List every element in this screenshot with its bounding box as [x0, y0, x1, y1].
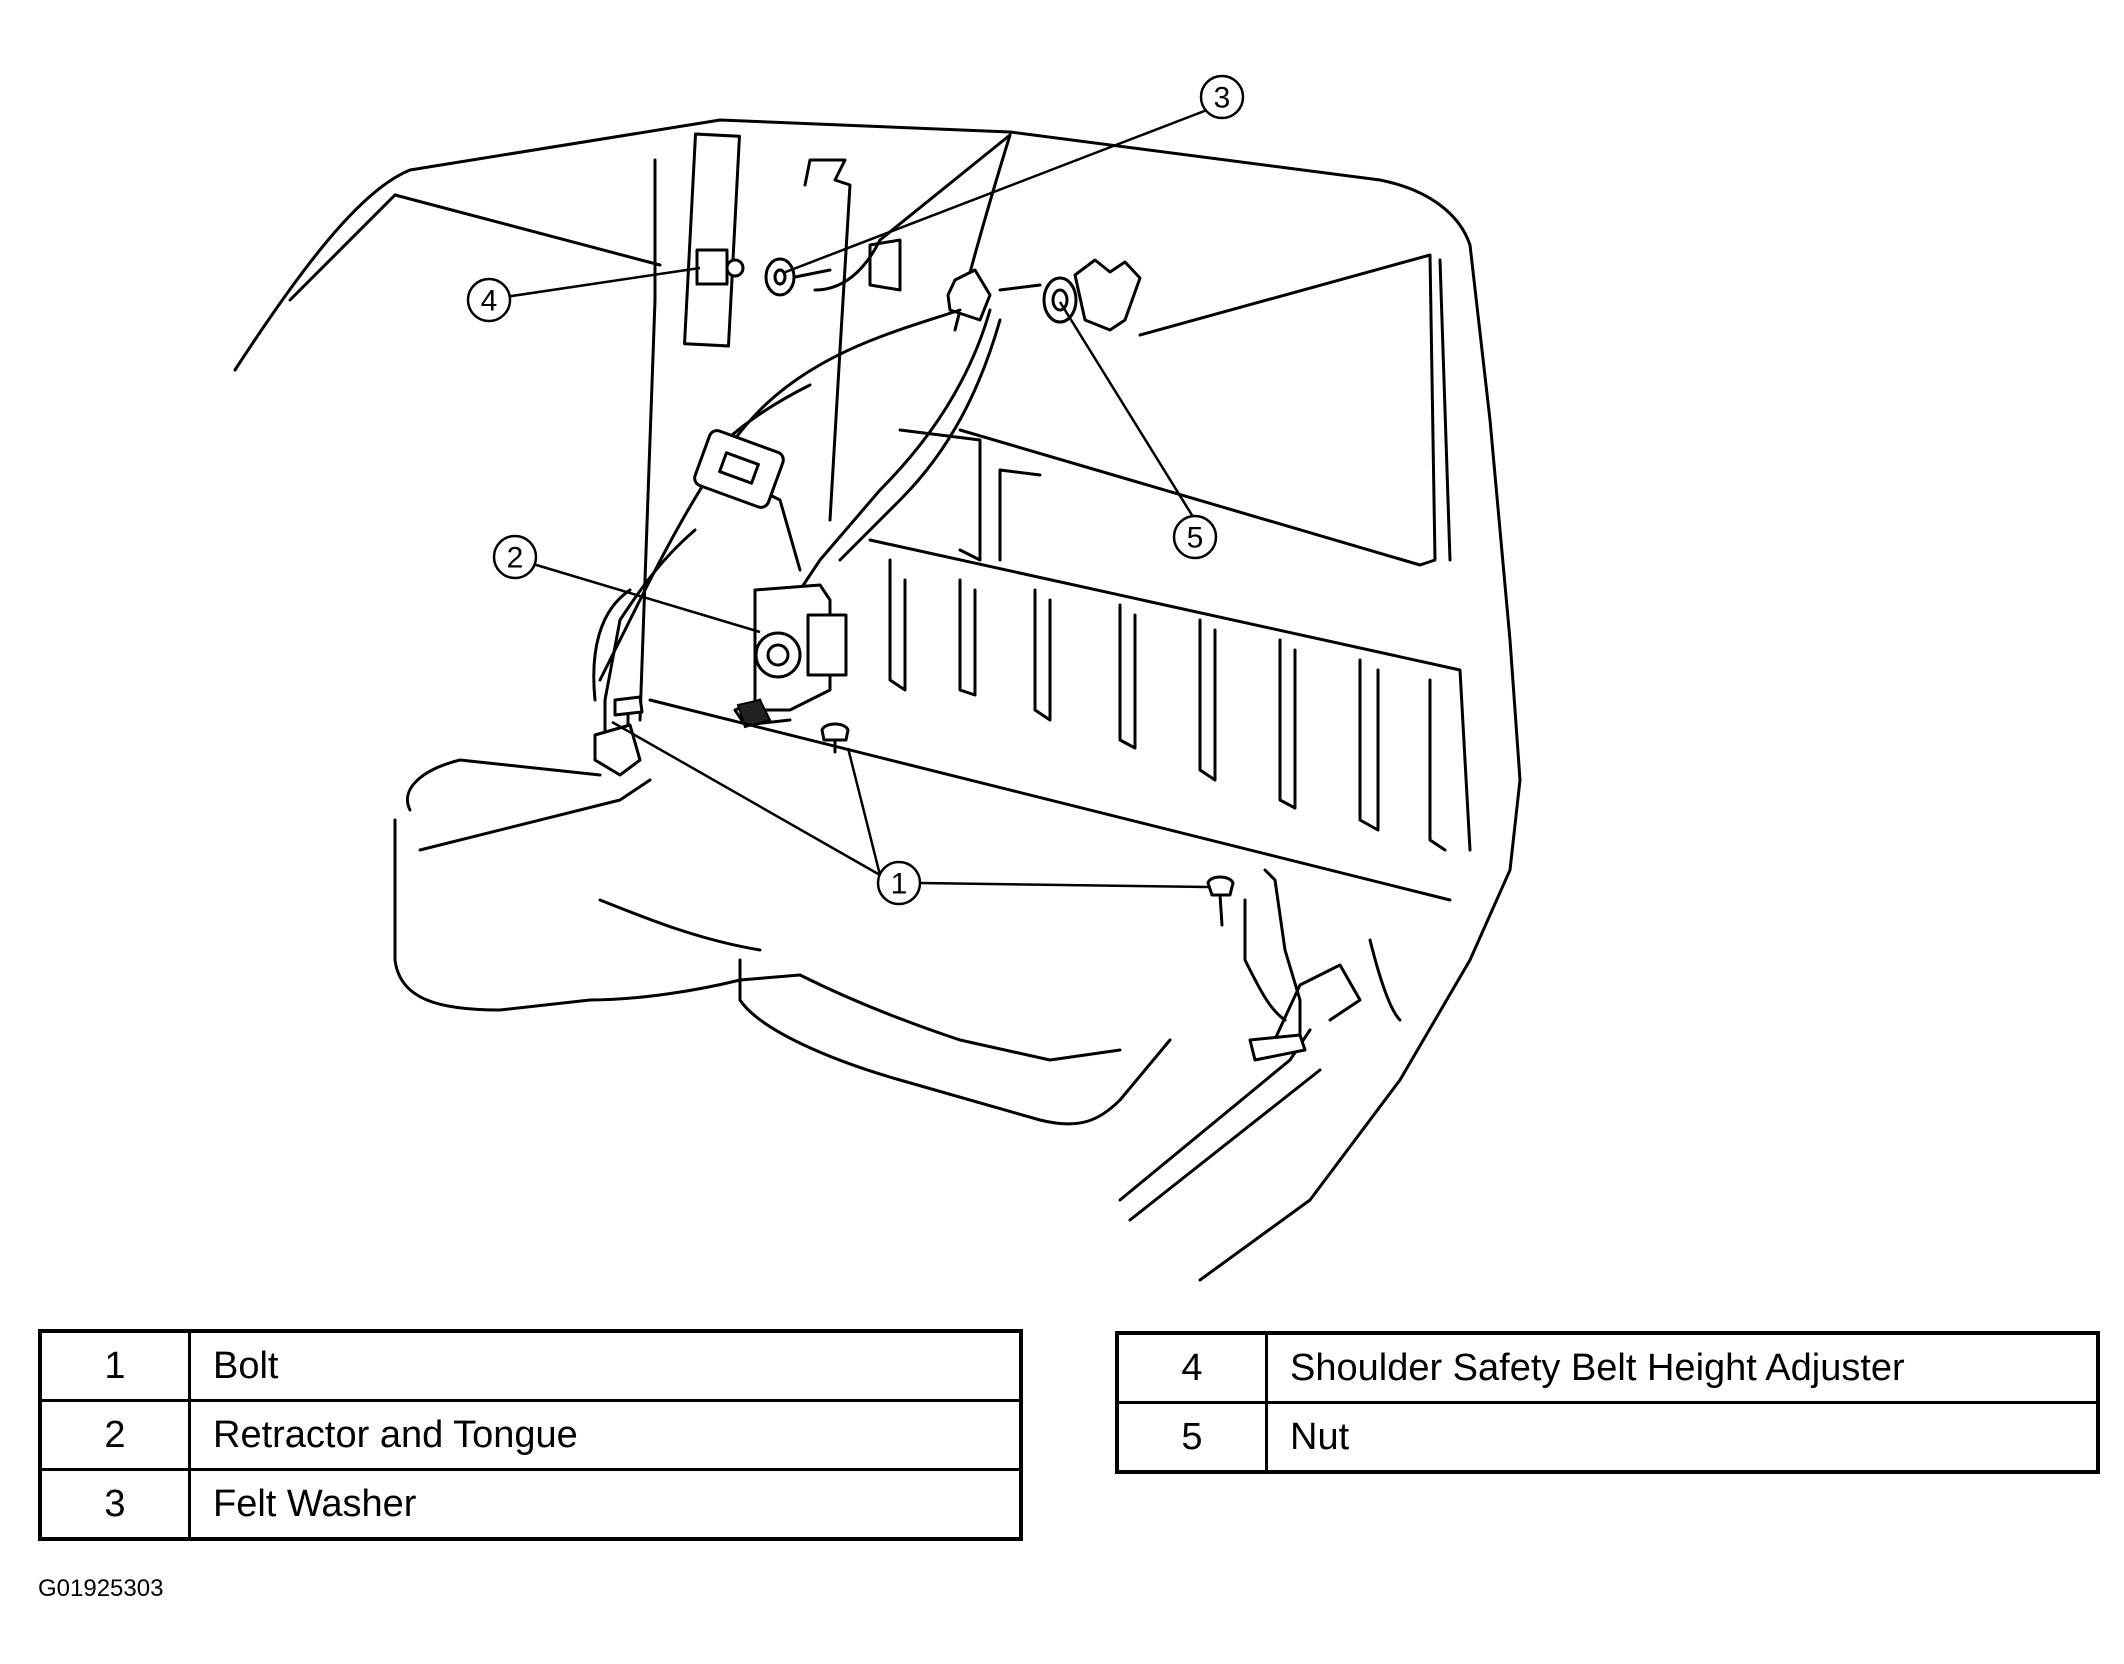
- leader-lines: [504, 108, 1209, 889]
- upper-anchor: [764, 238, 1142, 332]
- callout-3-number: 3: [1214, 82, 1231, 115]
- b-pillar: [638, 132, 852, 722]
- callout-1-number: 1: [891, 868, 908, 901]
- callout-4: 4: [466, 277, 512, 323]
- tongue-icon: [693, 429, 785, 509]
- callout-3: 3: [1199, 74, 1245, 120]
- callout-5: 5: [1172, 514, 1218, 560]
- legend-table-left: 1 Bolt 2 Retractor and Tongue 3 Felt Was…: [38, 1329, 1023, 1541]
- callout-2: 2: [492, 534, 538, 580]
- legend-label: Shoulder Safety Belt Height Adjuster: [1265, 1331, 2100, 1404]
- seat-cushion: [393, 758, 1402, 1222]
- legend-row: 2 Retractor and Tongue: [38, 1399, 1023, 1471]
- legend-row: 5 Nut: [1115, 1401, 2100, 1474]
- legend-number: 5: [1115, 1401, 1268, 1474]
- legend-number: 4: [1115, 1331, 1268, 1404]
- lower-anchor-bracket-icon: [593, 723, 642, 777]
- legend-table-right: 4 Shoulder Safety Belt Height Adjuster 5…: [1115, 1331, 2100, 1474]
- bolt-icon: [820, 722, 850, 742]
- rear-panel: [648, 428, 1472, 902]
- legend-row: 3 Felt Washer: [38, 1468, 1023, 1541]
- retractor: [733, 583, 848, 729]
- height-adjuster-slider: [695, 248, 729, 286]
- legend-label: Retractor and Tongue: [188, 1399, 1023, 1471]
- d-ring-icon: [946, 268, 992, 322]
- legend-number: 2: [38, 1399, 191, 1471]
- seat-belt-diagram: 3 4 5 2 1: [233, 74, 1522, 1282]
- legend-label: Nut: [1265, 1401, 2100, 1474]
- callout-1: 1: [876, 860, 922, 906]
- legend-number: 3: [38, 1468, 191, 1541]
- figure-id: G01925303: [38, 1575, 164, 1602]
- legend-row: 4 Shoulder Safety Belt Height Adjuster: [1115, 1331, 2100, 1404]
- callout-5-number: 5: [1187, 522, 1204, 555]
- cab-outline: [233, 118, 1522, 1282]
- bolts: [593, 695, 1235, 927]
- belt-webbing: [592, 308, 1002, 742]
- lower-buckle: [1243, 868, 1307, 1062]
- callout-2-number: 2: [507, 542, 524, 575]
- legend-row: 1 Bolt: [38, 1329, 1023, 1402]
- trim-cover-icon: [1073, 258, 1142, 332]
- legend-label: Bolt: [188, 1329, 1023, 1402]
- legend-number: 1: [38, 1329, 191, 1402]
- callout-4-number: 4: [481, 285, 498, 318]
- bolt-icon-2: [1206, 875, 1235, 897]
- height-adjuster-plate: [683, 132, 741, 348]
- legend-label: Felt Washer: [188, 1468, 1023, 1541]
